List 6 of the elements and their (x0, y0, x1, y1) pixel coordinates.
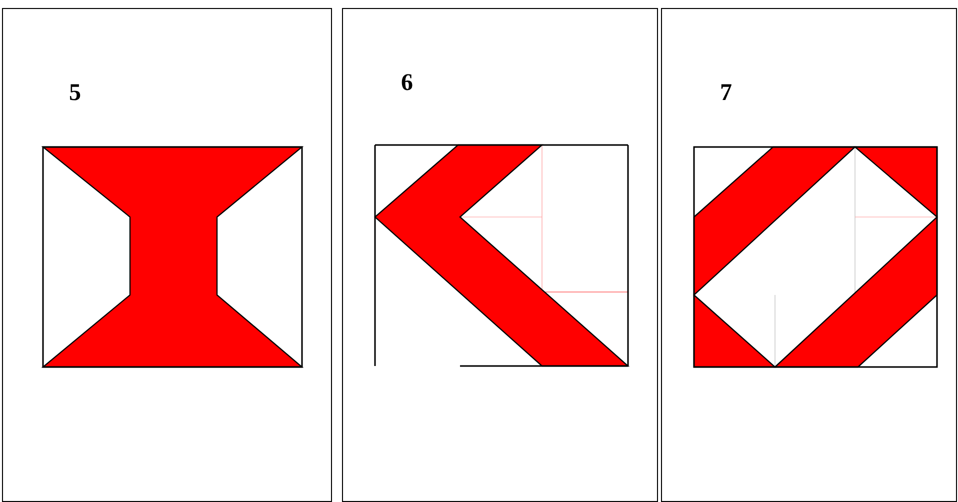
panel-number: 5 (69, 81, 81, 105)
panel-number: 6 (401, 71, 413, 95)
panel-number: 7 (720, 81, 732, 105)
panel-frame (661, 8, 957, 502)
panel-frame (2, 8, 332, 502)
panel-frame (342, 8, 658, 502)
